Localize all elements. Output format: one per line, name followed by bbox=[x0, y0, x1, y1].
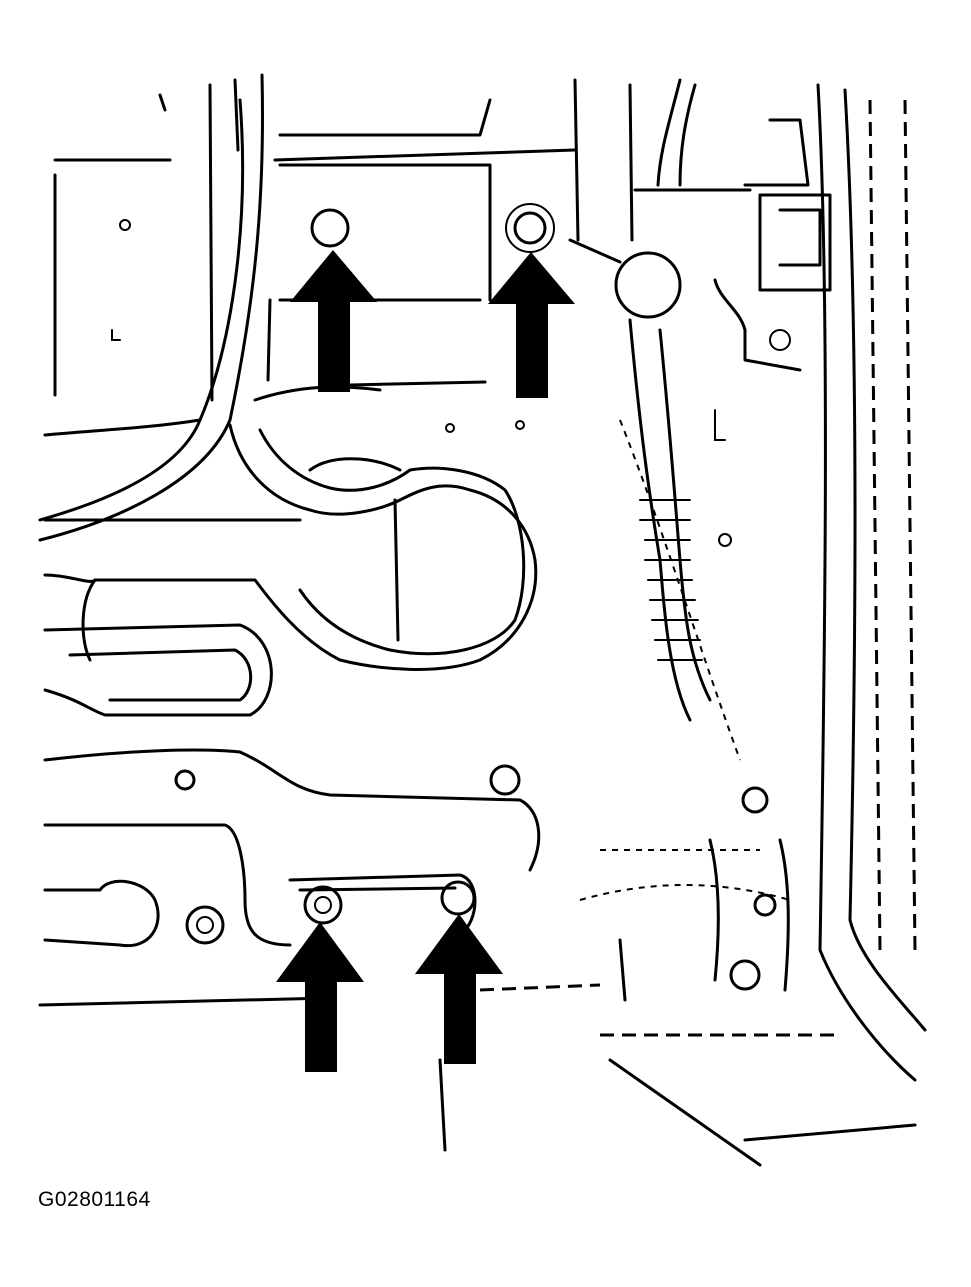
bolt-upper-left bbox=[310, 208, 350, 248]
arrow-upper-left bbox=[290, 250, 377, 392]
arrow-upper-right bbox=[488, 252, 575, 398]
panel-rivets bbox=[111, 219, 732, 945]
connector-plug bbox=[614, 251, 682, 319]
hinge-bracket bbox=[713, 83, 927, 1082]
wire-harness bbox=[568, 238, 791, 901]
pointer-arrows bbox=[276, 250, 575, 1072]
arrow-lower-left bbox=[276, 922, 364, 1072]
arrow-lower-right bbox=[415, 914, 503, 1064]
body-panel-lines bbox=[38, 73, 752, 542]
bolt-lower-right bbox=[440, 880, 476, 916]
bolt-upper-right bbox=[513, 211, 547, 245]
lower-hinge bbox=[600, 786, 917, 1167]
bolts bbox=[303, 203, 682, 925]
bolt-lower-left bbox=[303, 885, 343, 925]
figure-id: G02801164 bbox=[38, 1188, 151, 1211]
